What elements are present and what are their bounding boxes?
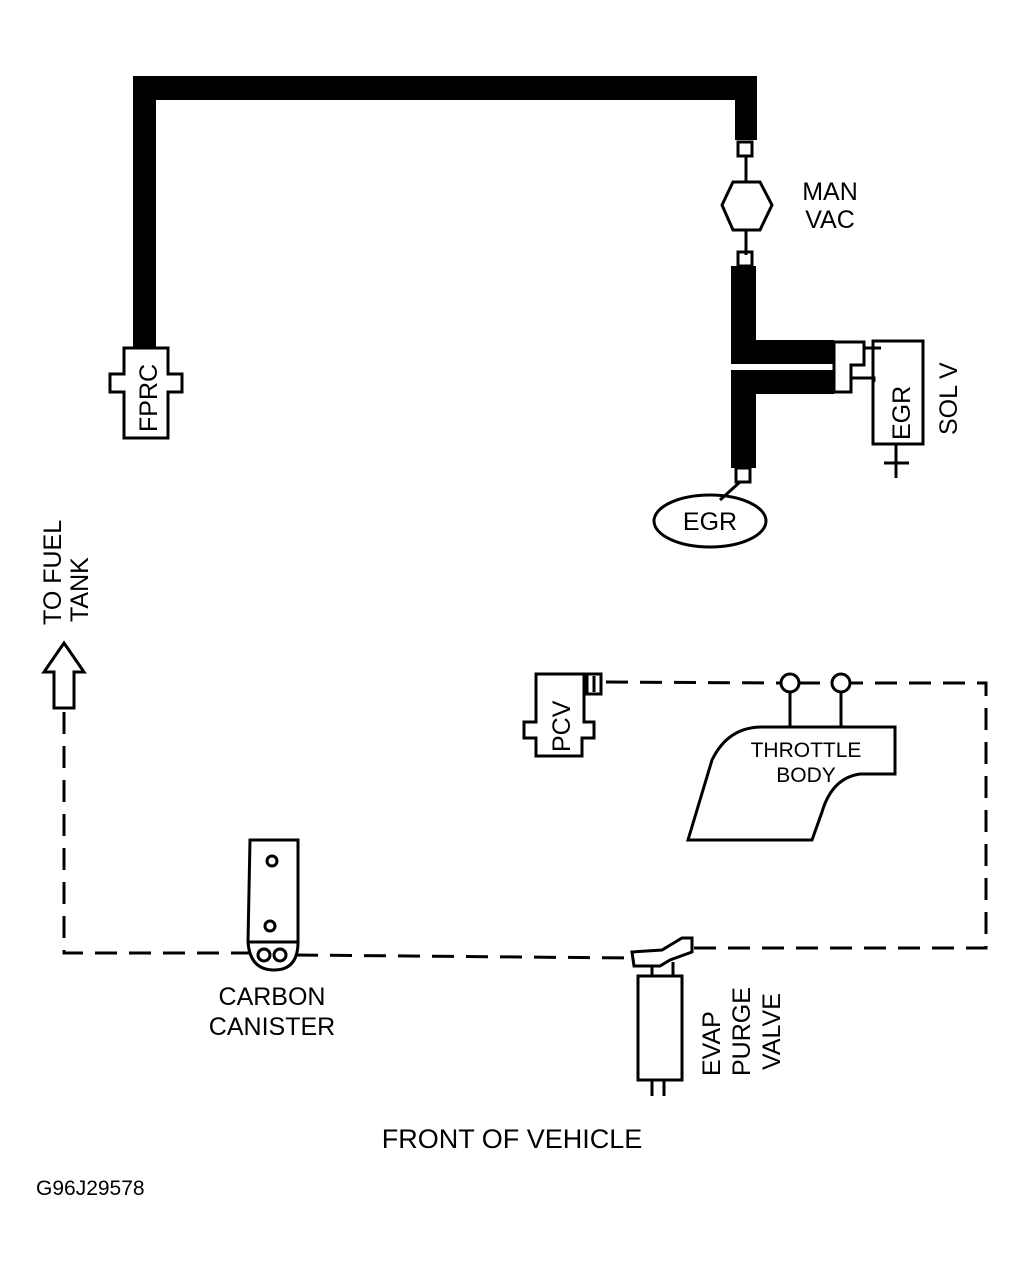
carbon-canister (246, 838, 300, 972)
man-vac-label-line2: VAC (805, 206, 855, 234)
pcv-label: PCV (548, 700, 576, 752)
throttle-body-label-line1: THROTTLE (751, 739, 862, 762)
hose-egr-sol-v-to-egr (731, 370, 834, 468)
connector-egr (734, 466, 752, 484)
to-fuel-tank-label-line2: TANK (66, 557, 94, 622)
egr-sol-v-fitting (832, 340, 866, 394)
hose-pcv-to-throttle (605, 680, 781, 685)
egr-valve-label: EGR (683, 508, 737, 536)
evap-purge-valve-body (636, 974, 684, 1082)
canister-port (256, 947, 272, 963)
hose-evap-to-throttle (694, 681, 988, 950)
egr-sol-v-label: SOL V (935, 362, 963, 435)
figure-id: G96J29578 (36, 1177, 145, 1200)
fprc-component (108, 346, 184, 440)
to-fuel-tank-label-line1: TO FUEL (39, 520, 67, 625)
hose-canister-to-fuel-tank (62, 712, 250, 955)
canister-mount-hole (265, 854, 279, 868)
evap-label-line1: EVAP (698, 1011, 726, 1076)
hose-fprc-to-man-vac (133, 76, 757, 348)
connector-man-vac-top (736, 140, 754, 158)
man-vac-label-line1: MAN (802, 178, 858, 206)
hose-man-vac-to-egr-sol-v (731, 266, 834, 364)
throttle-body-port-2 (830, 672, 852, 694)
pcv-port (585, 672, 603, 696)
canister-mount-hole (263, 919, 277, 933)
man-vac-fitting (720, 180, 774, 232)
evap-label-line3: VALVE (758, 993, 786, 1070)
evap-purge-valve-fitting (630, 936, 694, 968)
throttle-body (685, 725, 897, 842)
egr-valve (652, 493, 768, 549)
egr-sol-v-box (871, 339, 925, 446)
egr-sol-v-box-label: EGR (888, 386, 916, 440)
carbon-canister-label-line1: CARBON (219, 983, 326, 1011)
evap-label-line2: PURGE (728, 987, 756, 1076)
hose-canister-to-evap (295, 953, 633, 960)
carbon-canister-label-line2: CANISTER (209, 1013, 335, 1041)
pcv-valve (522, 672, 596, 758)
throttle-body-port-1 (779, 672, 801, 694)
fprc-label: FPRC (135, 364, 163, 432)
front-of-vehicle-label: FRONT OF VEHICLE (382, 1124, 643, 1154)
throttle-body-label-line2: BODY (776, 764, 836, 787)
arrow-up-icon (41, 640, 87, 710)
canister-port (272, 947, 288, 963)
